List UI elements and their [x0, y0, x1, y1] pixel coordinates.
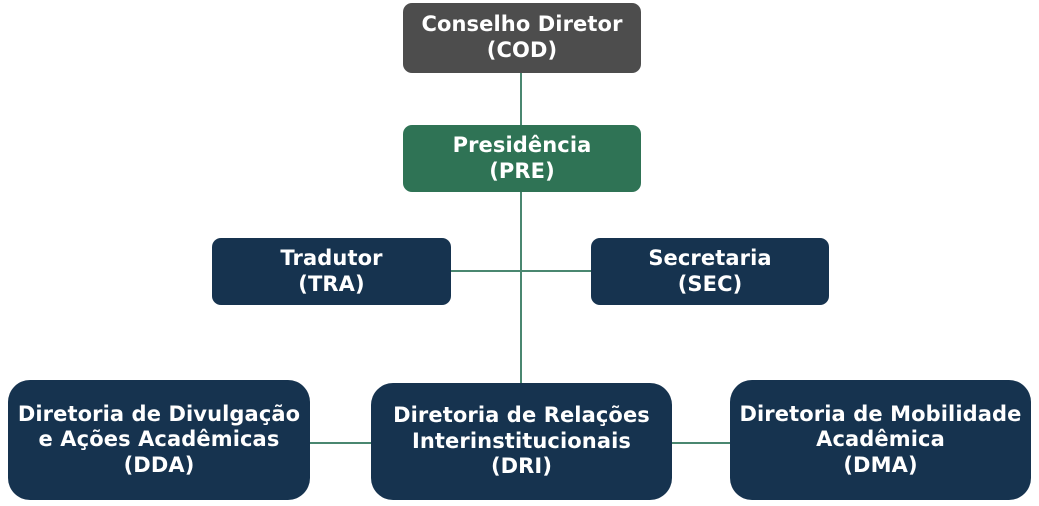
node-label-tra: Tradutor (TRA): [280, 245, 383, 296]
node-label-sec: Secretaria (SEC): [648, 245, 772, 296]
node-label-pre: Presidência (PRE): [452, 132, 592, 183]
node-label-dma: Diretoria de Mobilidade Acadêmica (DMA): [739, 401, 1022, 477]
node-diretoria-mobilidade-academica[interactable]: Diretoria de Mobilidade Acadêmica (DMA): [730, 380, 1031, 500]
connector-horizontal-staff: [451, 270, 591, 272]
node-conselho-diretor[interactable]: Conselho Diretor (COD): [403, 3, 641, 73]
connector-vertical-main: [520, 72, 522, 384]
connector-horizontal-right: [672, 442, 730, 444]
node-secretaria[interactable]: Secretaria (SEC): [591, 238, 829, 305]
node-label-cod: Conselho Diretor (COD): [421, 12, 623, 62]
connector-horizontal-left: [310, 442, 371, 444]
node-diretoria-relacoes-interinstitucionais[interactable]: Diretoria de Relações Interinstitucionai…: [371, 383, 672, 500]
node-presidencia[interactable]: Presidência (PRE): [403, 125, 641, 192]
node-diretoria-divulgacao-acoes-academicas[interactable]: Diretoria de Divulgação e Ações Acadêmic…: [8, 380, 310, 500]
node-label-dri: Diretoria de Relações Interinstitucionai…: [393, 403, 650, 479]
node-label-dda: Diretoria de Divulgação e Ações Acadêmic…: [17, 401, 301, 477]
node-tradutor[interactable]: Tradutor (TRA): [212, 238, 451, 305]
